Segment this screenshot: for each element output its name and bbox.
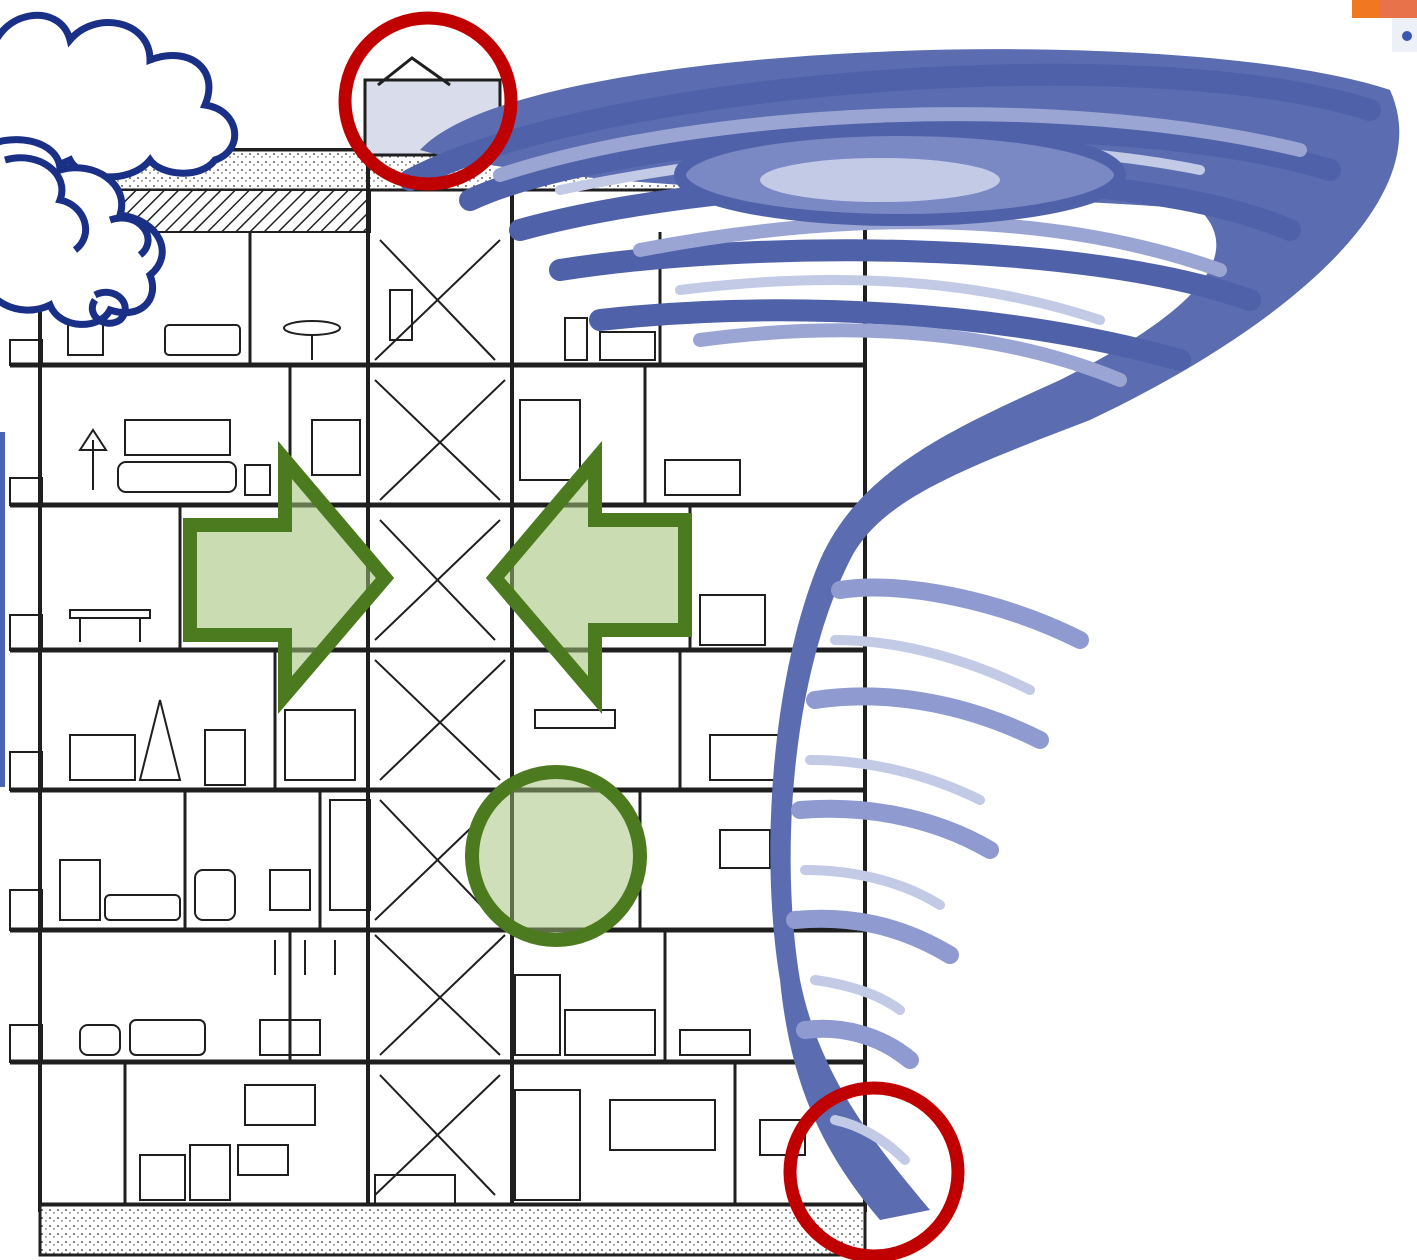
corner-badge-icon <box>1352 0 1417 52</box>
left-edge-bar <box>0 432 5 787</box>
safe-zone-circle <box>472 772 640 940</box>
